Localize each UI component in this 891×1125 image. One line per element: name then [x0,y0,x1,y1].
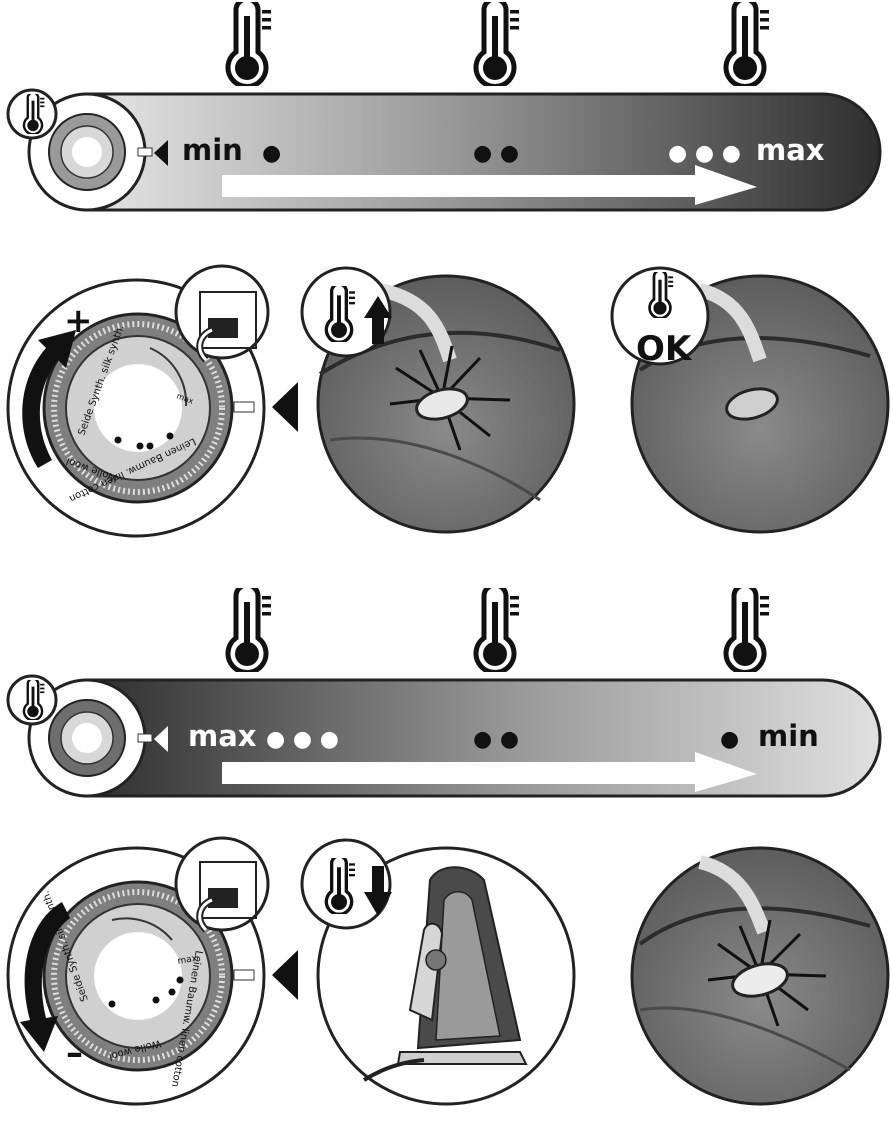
level-dots-2: ● ● [473,141,519,166]
heat-up-step: Seide Synth. silk synth. Wolle wool Lein… [6,264,890,538]
temperature-down-arrow [364,866,392,916]
pointer-arrow [272,382,298,432]
thermometer-icon [228,0,271,86]
level-dots-3: ● ● ● [668,141,741,166]
ready-label: OK [636,329,693,369]
level-dots-2: ● ● [473,727,519,752]
temperature-up-arrow [364,296,392,344]
thermometer-icon [228,585,271,672]
pointer-arrow [154,726,168,752]
pointer-arrow [154,140,168,166]
socket-badge [174,264,270,360]
steam-iron-illustration [362,866,528,1082]
level-dots-3: ● ● ● [266,727,339,752]
direction-arrow [222,752,757,792]
dial-label-max: max [177,954,199,967]
plus-sign: + [64,301,93,341]
power-plug-icon [196,291,257,363]
pointer-arrow [272,950,298,1000]
band-start-label: min [182,133,243,167]
band-end-label: max [756,133,825,167]
minus-sign: – [66,1033,83,1073]
indicator-light [725,387,779,421]
thermometer-icon [476,0,519,86]
socket-badge [174,836,270,932]
band-start-label: max [188,719,257,753]
rotate-clockwise-arrow [22,330,76,468]
level-dots-1: ● [262,141,281,166]
thermometer-icon [476,585,519,672]
cool-down-step: Seide Synth. silk synth. Wolle wool Lein… [6,836,890,1106]
level-dots-1: ● [720,727,739,752]
band-end-label: min [758,719,819,753]
indicator-light [731,962,789,998]
indicator-light [415,387,469,421]
power-plug-icon [196,861,257,933]
thermometer-icon [726,585,769,672]
rotate-counterclockwise-arrow [20,902,70,1052]
thermometer-icon [726,0,769,86]
direction-arrow [222,165,757,205]
